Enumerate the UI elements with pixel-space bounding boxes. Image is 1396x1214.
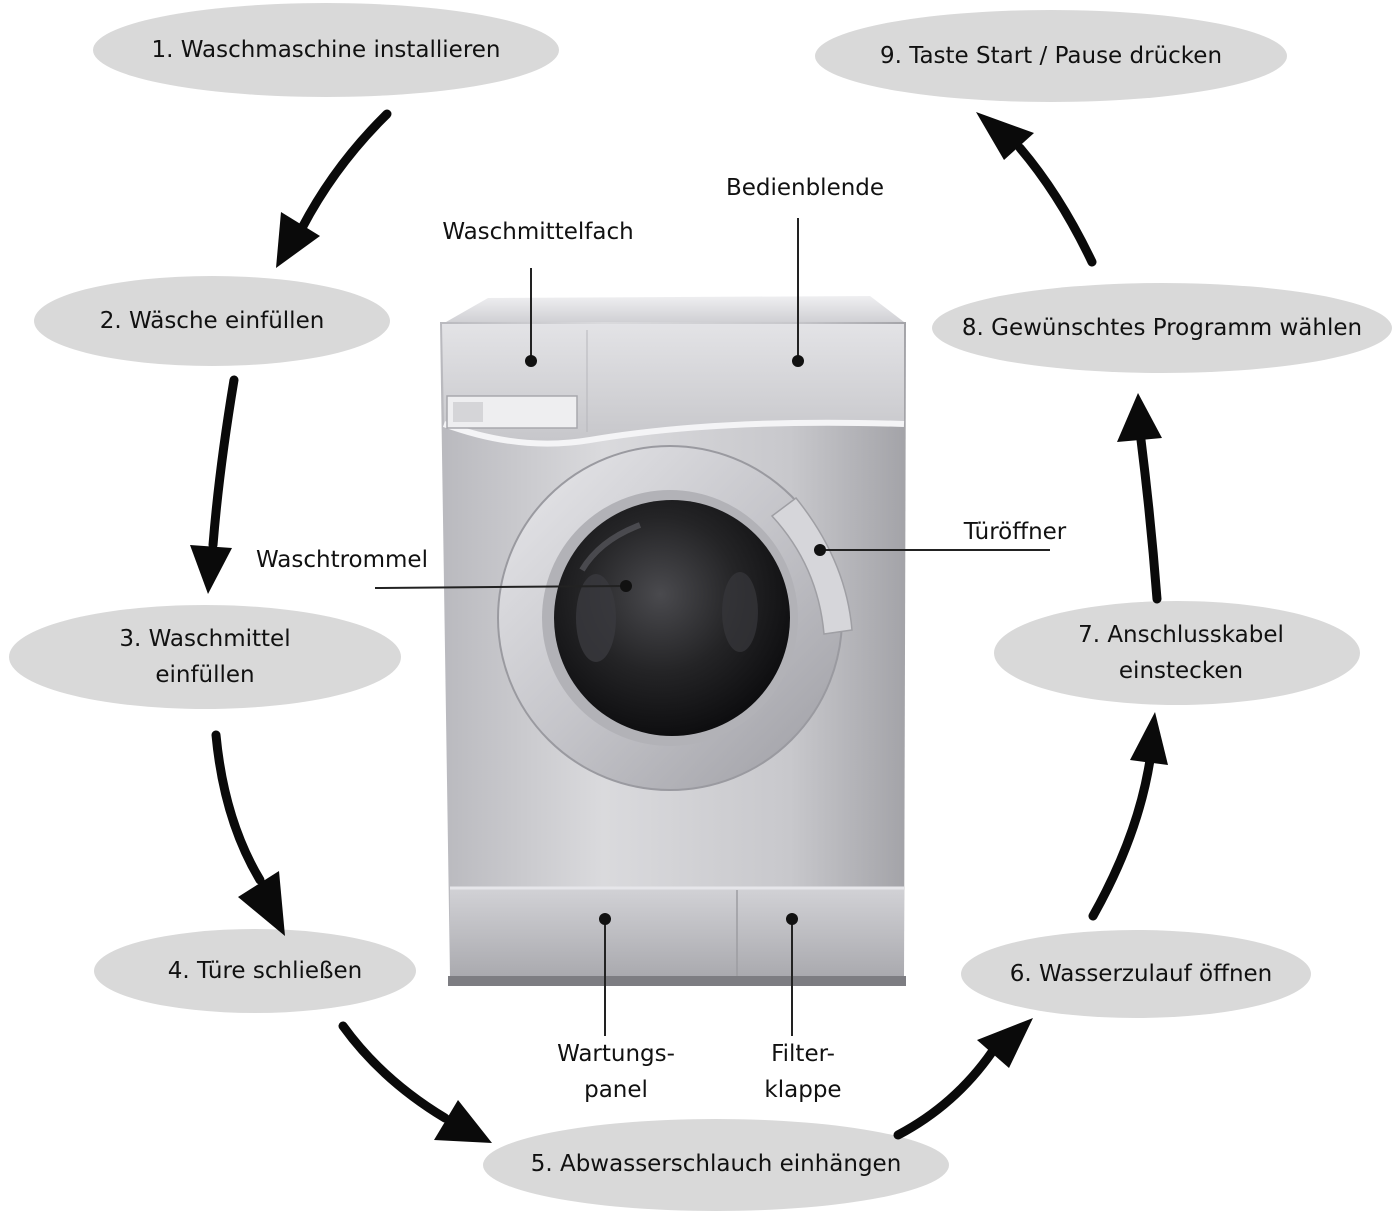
leader-dot-control-panel xyxy=(792,355,804,367)
door-handle xyxy=(770,496,853,635)
washing-machine xyxy=(440,296,906,986)
step-oval-1 xyxy=(93,3,559,97)
part-label-detergent-drawer: Waschmittelfach xyxy=(442,219,634,245)
step-oval-6 xyxy=(961,930,1311,1018)
arrow-7-to-8 xyxy=(1117,393,1162,604)
arrow-6-to-7 xyxy=(1088,712,1168,921)
filter-flap-line-1: Filter- xyxy=(771,1041,835,1067)
step-9-line-1: 9. Taste Start / Pause drücken xyxy=(879,43,1223,69)
step-5-line-1: 5. Abwasserschlauch einhängen xyxy=(530,1151,902,1177)
arrow-3-to-4 xyxy=(211,730,285,936)
step-oval-2 xyxy=(34,276,390,366)
step-6-line-1: 6. Wasserzulauf öffnen xyxy=(1009,961,1273,987)
step-2-line-1: 2. Wäsche einfüllen xyxy=(99,308,325,334)
step-label-9: 9. Taste Start / Pause drücken xyxy=(815,20,1287,92)
step-label-8: 8. Gewünschtes Programm wählen xyxy=(932,292,1392,364)
part-leaders xyxy=(374,218,1050,1036)
arrow-1-to-2 xyxy=(276,109,392,268)
step-1-line-1: 1. Waschmaschine installieren xyxy=(151,37,501,63)
leader-dot-detergent-drawer xyxy=(525,355,537,367)
leader-dot-service-panel xyxy=(599,913,611,925)
leader-dot-filter-flap xyxy=(786,913,798,925)
step-label-7: 7. Anschlusskabel einstecken xyxy=(994,617,1368,689)
step-oval-3 xyxy=(9,605,401,709)
step-label-6: 6. Wasserzulauf öffnen xyxy=(966,938,1316,1010)
step-label-3: 3. Waschmittel einfüllen xyxy=(9,621,401,693)
part-label-control-panel: Bedienblende xyxy=(725,175,885,201)
step-label-5: 5. Abwasserschlauch einhängen xyxy=(483,1128,949,1200)
step-label-1: 1. Waschmaschine installieren xyxy=(93,14,559,86)
lower-panel xyxy=(450,888,904,978)
step-oval-5 xyxy=(483,1119,949,1211)
step-oval-4 xyxy=(94,929,416,1013)
step-8-line-1: 8. Gewünschtes Programm wählen xyxy=(961,315,1363,341)
step-oval-8 xyxy=(932,283,1392,373)
service-panel-line-1: Wartungs- xyxy=(557,1041,675,1067)
part-label-service-panel: Wartungs- panel xyxy=(528,1036,704,1108)
step-label-2: 2. Wäsche einfüllen xyxy=(34,285,390,357)
cycle-arrows xyxy=(190,109,1168,1143)
step-oval-9 xyxy=(815,10,1287,102)
part-label-door-opener: Türöffner xyxy=(963,519,1067,545)
step-oval-7 xyxy=(994,601,1360,705)
leader-dot-door-opener xyxy=(814,544,826,556)
arrow-8-to-9 xyxy=(976,112,1097,267)
arrow-2-to-3 xyxy=(190,375,239,594)
step-7-line-1: 7. Anschlusskabel xyxy=(1078,622,1284,648)
step-label-4: 4. Türe schließen xyxy=(104,935,426,1007)
service-panel-line-2: panel xyxy=(584,1077,648,1103)
part-label-drum: Waschtrommel xyxy=(256,547,428,573)
step-3-line-2: einfüllen xyxy=(155,662,255,688)
step-ovals xyxy=(9,3,1392,1211)
filter-flap-line-2: klappe xyxy=(764,1077,842,1103)
detergent-drawer xyxy=(446,395,578,429)
machine-top xyxy=(446,296,904,322)
part-label-filter-flap: Filter- klappe xyxy=(724,1036,882,1108)
drum-window xyxy=(554,500,790,736)
step-7-line-2: einstecken xyxy=(1118,658,1244,684)
step-3-line-1: 3. Waschmittel xyxy=(119,626,291,652)
leader-dot-drum xyxy=(620,580,632,592)
step-4-line-1: 4. Türe schließen xyxy=(167,958,363,984)
arrow-4-to-5 xyxy=(338,1021,492,1143)
arrow-5-to-6 xyxy=(893,1018,1033,1140)
